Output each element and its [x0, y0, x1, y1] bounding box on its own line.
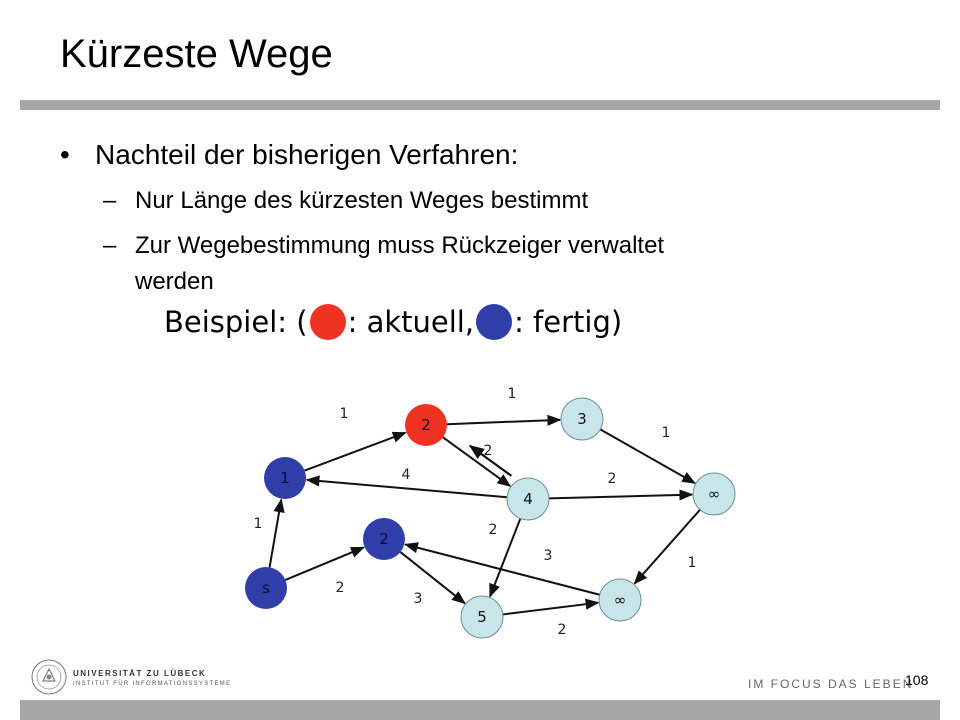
legend-swatch-current	[309, 304, 346, 340]
edge-s-n2b	[285, 546, 365, 581]
node-n5	[460, 595, 504, 639]
edge-n2a-n4	[442, 436, 512, 487]
edge-s-n1	[268, 498, 285, 568]
edge-n4-n1	[305, 475, 508, 499]
legend-swatch-done	[476, 304, 513, 340]
node-label-s: s	[262, 579, 270, 597]
edge-weight-n2a-n4: 2	[484, 443, 493, 459]
edge-n2b-n5	[399, 551, 466, 605]
footer-bar	[20, 700, 940, 720]
title-divider	[20, 100, 940, 110]
edge-weight-n2a-n3: 1	[508, 386, 517, 402]
node-inf1	[692, 472, 736, 516]
node-n2a	[405, 404, 447, 446]
legend-prefix: Beispiel: (	[164, 304, 308, 339]
node-n4	[506, 477, 550, 521]
back-pointer-arrow	[468, 444, 513, 477]
edge-n5-inf2	[502, 598, 600, 616]
university-seal-icon	[31, 659, 67, 695]
node-label-n4: 4	[523, 490, 533, 508]
dash-symbol: –	[103, 232, 117, 259]
edge-n2a-n3	[446, 414, 562, 426]
legend-done-label: : fertig)	[514, 304, 623, 339]
edge-n1-n2a	[304, 431, 407, 472]
node-label-n3: 3	[577, 410, 587, 428]
page-number: 108	[905, 672, 929, 688]
slide-title: Kürzeste Wege	[60, 32, 333, 76]
node-label-n5: 5	[477, 608, 487, 626]
node-label-n1: 1	[280, 469, 290, 487]
edge-weight-inf1-inf2: 1	[688, 555, 697, 571]
edge-weight-n4-inf1: 2	[608, 471, 617, 487]
edge-weight-inf2-n2b: 3	[544, 548, 553, 564]
edge-weight-n2b-n5: 3	[414, 591, 423, 607]
edge-weight-n4-n5: 2	[489, 522, 498, 538]
edge-weight-s-n2b: 2	[336, 580, 345, 596]
edge-weight-n3-inf1: 1	[662, 425, 671, 441]
edge-n3-inf1	[599, 428, 697, 485]
node-n3	[560, 397, 604, 441]
legend: Beispiel: ( : aktuell, : fertig)	[164, 304, 622, 340]
node-label-inf2: ∞	[614, 591, 627, 609]
edge-n4-n5	[489, 518, 522, 598]
edge-weight-n1-n2a: 1	[340, 406, 349, 422]
bullet-symbol: •	[60, 139, 70, 170]
sub-bullet-2-text: Zur Wegebestimmung muss Rückzeiger verwa…	[135, 232, 665, 259]
edge-weight-n5-inf2: 2	[558, 622, 567, 638]
node-n1	[264, 457, 306, 499]
edge-n4-inf1	[548, 489, 694, 501]
edge-inf2-n2b	[403, 542, 600, 596]
footer-slogan: IM FOCUS DAS LEBEN	[748, 677, 914, 691]
dash-symbol: –	[103, 187, 117, 214]
node-inf2	[598, 578, 642, 622]
sub-bullet-1-text: Nur Länge des kürzesten Weges bestimmt	[135, 187, 589, 214]
node-n2b	[363, 518, 405, 560]
node-s	[245, 567, 287, 609]
university-name: UNIVERSITÄT ZU LÜBECK	[73, 669, 207, 678]
bullet-text: Nachteil der bisherigen Verfahren:	[95, 139, 519, 170]
edge-weight-s-n1: 1	[254, 516, 263, 532]
edge-inf1-inf2	[633, 509, 701, 585]
institute-name: INSTITUT FÜR INFORMATIONSSYSTEME	[73, 681, 232, 687]
sub-bullet-2-continuation: werden	[135, 268, 214, 295]
node-label-inf1: ∞	[708, 485, 721, 503]
edge-weight-n4-n1: 4	[402, 467, 411, 483]
legend-current-label: : aktuell,	[347, 304, 475, 339]
node-label-n2b: 2	[379, 530, 389, 548]
node-label-n2a: 2	[421, 416, 431, 434]
